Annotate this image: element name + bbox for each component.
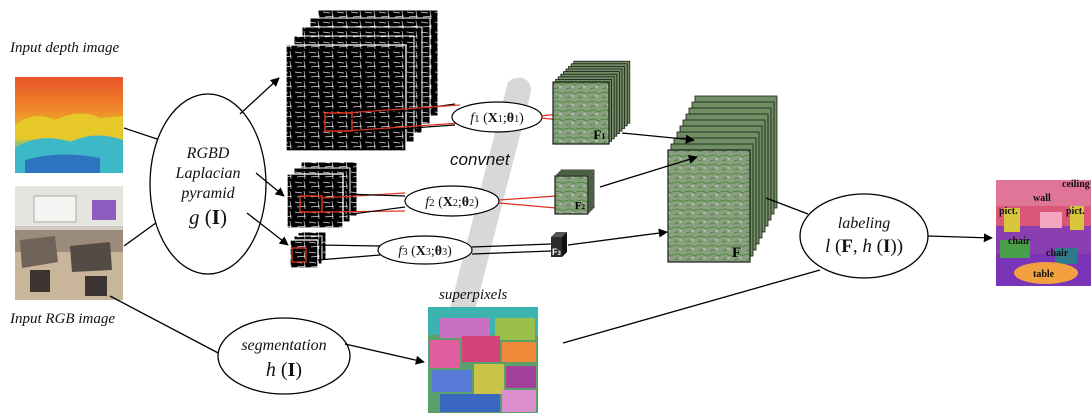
convnet-node-3: f3 (X3;θ3)	[377, 235, 473, 265]
output-label-table: table	[1033, 269, 1055, 280]
output-label-ceiling: ceiling	[1062, 179, 1090, 190]
pyramid-line3: pyramid	[180, 185, 235, 202]
Fstack-label: F	[732, 245, 741, 261]
input-rgb-image	[15, 186, 123, 300]
pyramid-line2: Laplacian	[175, 165, 241, 182]
output-label-wall: wall	[1033, 193, 1051, 204]
pyramid-formula: g (I)	[189, 205, 227, 229]
scale2-stack	[286, 161, 358, 229]
superpixels-label: superpixels	[439, 287, 508, 303]
feature-map-F: F	[667, 95, 778, 263]
convnet-node-2-label: f2 (X2;θ2)	[425, 195, 479, 210]
segmentation-line1: segmentation	[241, 337, 326, 354]
segmentation-formula: h (I)	[266, 359, 302, 381]
pyramid-line1: RGBD	[186, 145, 230, 162]
convnet-node-1-label: f1 (X1;θ1)	[470, 111, 524, 126]
input-rgb-label: Input RGB image	[10, 311, 115, 327]
input-depth-label: Input depth image	[10, 40, 120, 56]
output-label-chair-right: chair	[1046, 248, 1069, 259]
scale3-stack	[289, 231, 327, 269]
output-label-pict-right: pict.	[1066, 206, 1085, 217]
segmentation-node: segmentation h (I)	[217, 317, 351, 395]
labeling-formula: l (F, h (I))	[825, 236, 903, 257]
labeling-line1: labeling	[838, 215, 890, 232]
output-label-pict-left: pict.	[999, 206, 1018, 217]
convnet-label: convnet	[450, 150, 510, 169]
F1stack-label: F1	[593, 127, 605, 142]
F2stack-label: F2	[575, 200, 586, 212]
scale1-stack	[285, 9, 439, 152]
svg-text:F3: F3	[552, 247, 562, 257]
convnet-node-2: f2 (X2;θ2)	[404, 185, 500, 217]
convnet-node-3-label: f3 (X3;θ3)	[398, 244, 452, 259]
feature-map-F3: F3	[551, 232, 567, 257]
feature-slice	[552, 81, 610, 145]
superpixels-image	[428, 307, 538, 413]
input-depth-image	[15, 77, 123, 173]
output-label-chair-left: chair	[1008, 236, 1031, 247]
feature-map-F1: F1	[552, 60, 631, 145]
labeling-node: labeling l (F, h (I))	[799, 193, 929, 279]
feature-slice	[554, 175, 589, 215]
feature-map-F2: F2	[554, 169, 595, 215]
output-label-image: ceiling wall pict. pict. chair chair tab…	[996, 179, 1091, 286]
pyramid-node: RGBD Laplacian pyramid g (I)	[149, 93, 267, 275]
convnet-node-1: f1 (X1;θ1)	[451, 101, 543, 133]
feature-slice	[667, 149, 751, 263]
